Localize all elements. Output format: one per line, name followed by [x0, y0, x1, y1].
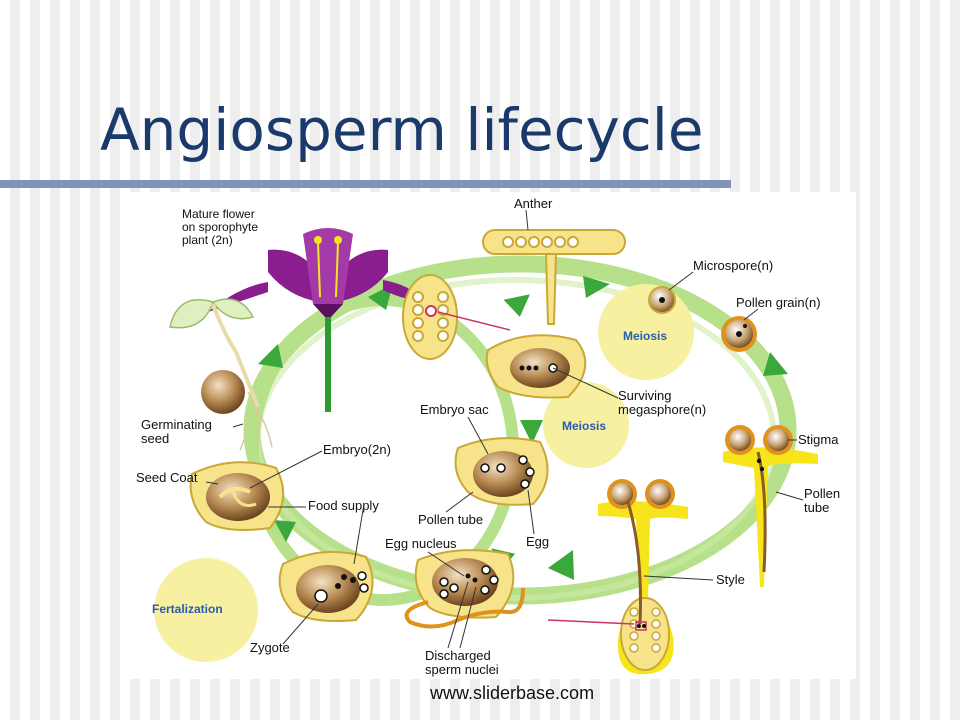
pollen-tube-center-label: Pollen tube: [418, 512, 483, 527]
embryo-sac-icon: [454, 437, 549, 506]
fertilization-circle: [154, 558, 258, 662]
ovule-icon: [402, 274, 511, 360]
footer-url: www.sliderbase.com: [430, 683, 595, 703]
fertilization-label: Fertalization: [152, 602, 223, 616]
zygote-icon: [278, 550, 374, 622]
meiosis-circle-middle: [543, 382, 629, 468]
zygote-label: Zygote: [250, 640, 290, 655]
stigma-label: Stigma: [798, 432, 839, 447]
discharged-sperm-label: Discharged sperm nuclei: [425, 648, 499, 677]
anther-label: Anther: [514, 196, 553, 211]
stigma-icon: [723, 425, 818, 587]
slide-title: Angiosperm lifecycle: [100, 96, 704, 164]
egg-nucleus-icon: [404, 549, 525, 629]
title-divider: [0, 180, 731, 188]
seed-coat-label: Seed Coat: [136, 470, 198, 485]
seed-coat-icon: [189, 461, 285, 531]
pollen-grain-label: Pollen grain(n): [736, 295, 821, 310]
pollen-grain-icon: [721, 316, 757, 352]
egg-label: Egg: [526, 534, 549, 549]
meiosis-label-middle: Meiosis: [562, 419, 606, 433]
microspore-label: Microspore(n): [693, 258, 773, 273]
lifecycle-diagram: Mature flower on sporophyte plant (2n) A…: [136, 196, 844, 677]
germinating-seed-label: Germinating seed: [141, 417, 215, 446]
anther-icon: [482, 229, 626, 325]
meiosis-label-top: Meiosis: [623, 329, 667, 343]
food-supply-label: Food supply: [308, 498, 379, 513]
style-icon: [547, 479, 688, 675]
surviving-megaspore-label: Surviving megasphore(n): [618, 388, 706, 417]
lifecycle-diagram-panel: Mature flower on sporophyte plant (2n) A…: [128, 192, 856, 679]
germinating-seed-icon: [169, 298, 273, 451]
mature-flower-label: Mature flower on sporophyte plant (2n): [182, 207, 261, 247]
pollen-tube-right-label: Pollen tube: [804, 486, 844, 515]
embryo-label: Embryo(2n): [323, 442, 391, 457]
embryo-sac-label: Embryo sac: [420, 402, 489, 417]
style-label: Style: [716, 572, 745, 587]
egg-nucleus-label: Egg nucleus: [385, 536, 457, 551]
megaspore-icon: [485, 334, 619, 399]
